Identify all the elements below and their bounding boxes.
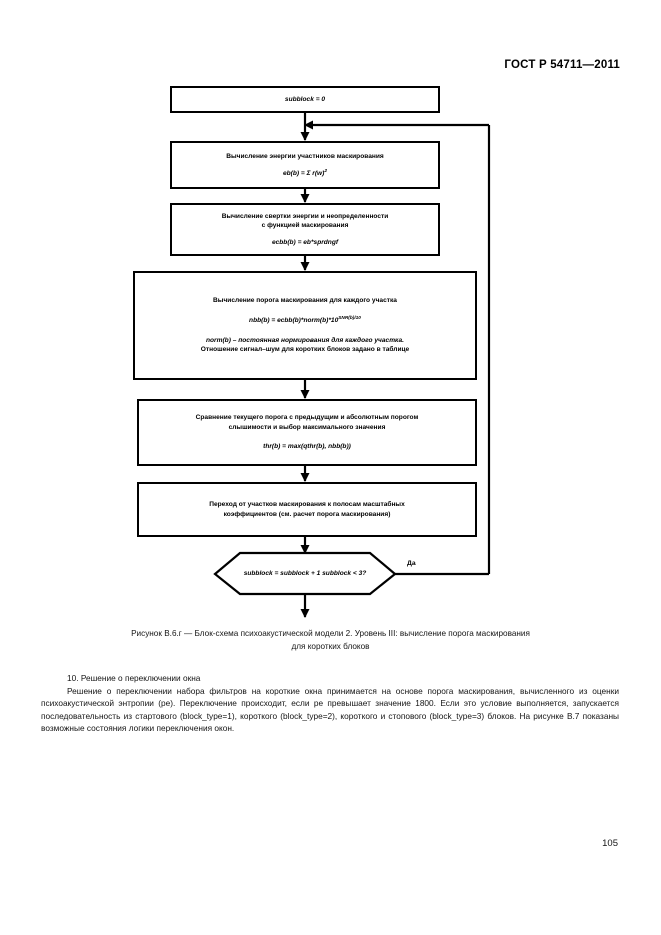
flow-branch-label-yes: Да bbox=[407, 560, 416, 567]
flow-node-compare-title-2: слышимости и выбор максимального значени… bbox=[228, 423, 386, 431]
flow-node-threshold-note-1: norm(b) – постоянная нормирования для ка… bbox=[206, 336, 404, 344]
flow-node-init-formula: subblock = 0 bbox=[284, 95, 326, 103]
figure-caption-line-2: для коротких блоков bbox=[291, 641, 370, 651]
page-number: 105 bbox=[602, 838, 618, 849]
body-paragraph: Решение о переключении набора фильтров н… bbox=[41, 685, 619, 734]
flow-node-convolution-title-2: с функцией маскирования bbox=[261, 222, 349, 230]
flow-node-loop-test: subblock = subblock + 1 subblock < 3? bbox=[215, 553, 395, 594]
decision-hexagon bbox=[213, 551, 397, 596]
flow-node-compare-title-1: Сравнение текущего порога с предыдущим и… bbox=[195, 414, 419, 422]
figure-caption-line-1: Рисунок В.6.г — Блок-схема психоакустиче… bbox=[131, 629, 530, 638]
flowchart-connectors bbox=[213, 113, 491, 618]
flowchart-arrowheads bbox=[300, 120, 313, 618]
flow-node-compare-formula: thr(b) = max(qthr(b), nbb(b)) bbox=[263, 443, 351, 451]
flow-node-threshold: Вычисление порога маскирования для каждо… bbox=[133, 271, 477, 380]
flow-node-threshold-note-2: Отношение сигнал–шум для коротких блоков… bbox=[200, 346, 410, 354]
flow-node-compare: Сравнение текущего порога с предыдущим и… bbox=[137, 399, 477, 466]
flow-node-loop-test-line-2: subblock < 3? bbox=[322, 569, 367, 577]
figure-caption: Рисунок В.6.г — Блок-схема психоакустиче… bbox=[40, 628, 621, 653]
body-text-block: 10. Решение о переключении окна Решение … bbox=[41, 672, 619, 735]
flowchart-diagram: subblock = 0 Вычисление энергии участник… bbox=[133, 86, 491, 618]
flow-node-mapping: Переход от участков маскирования к полос… bbox=[137, 482, 477, 537]
flow-node-init: subblock = 0 bbox=[170, 86, 440, 113]
flow-node-energy-formula: eb(b) = Σ r(w)2 bbox=[282, 168, 328, 177]
flow-node-convolution-formula: ecbb(b) = eb*sprdngf bbox=[271, 238, 339, 246]
flow-node-mapping-title-2: коэффициентов (см. расчет порога маскиро… bbox=[223, 510, 391, 518]
flow-node-convolution-title-1: Вычисление свертки энергии и неопределен… bbox=[221, 212, 389, 220]
flow-node-convolution: Вычисление свертки энергии и неопределен… bbox=[170, 203, 440, 256]
flow-node-loop-test-label: subblock = subblock + 1 subblock < 3? bbox=[244, 569, 367, 579]
document-standard-header: ГОСТ Р 54711—2011 bbox=[504, 59, 620, 71]
flow-node-energy: Вычисление энергии участников маскирован… bbox=[170, 141, 440, 189]
flow-node-threshold-title: Вычисление порога маскирования для каждо… bbox=[213, 297, 397, 305]
flow-node-threshold-formula: nbb(b) = ecbb(b)*norm(b)*10SNR(b)/10 bbox=[249, 315, 361, 324]
flow-node-loop-test-line-1: subblock = subblock + 1 bbox=[243, 569, 321, 577]
flow-node-mapping-title-1: Переход от участков маскирования к полос… bbox=[209, 500, 405, 508]
flow-node-energy-title: Вычисление энергии участников маскирован… bbox=[226, 152, 384, 160]
body-heading: 10. Решение о переключении окна bbox=[67, 673, 201, 683]
